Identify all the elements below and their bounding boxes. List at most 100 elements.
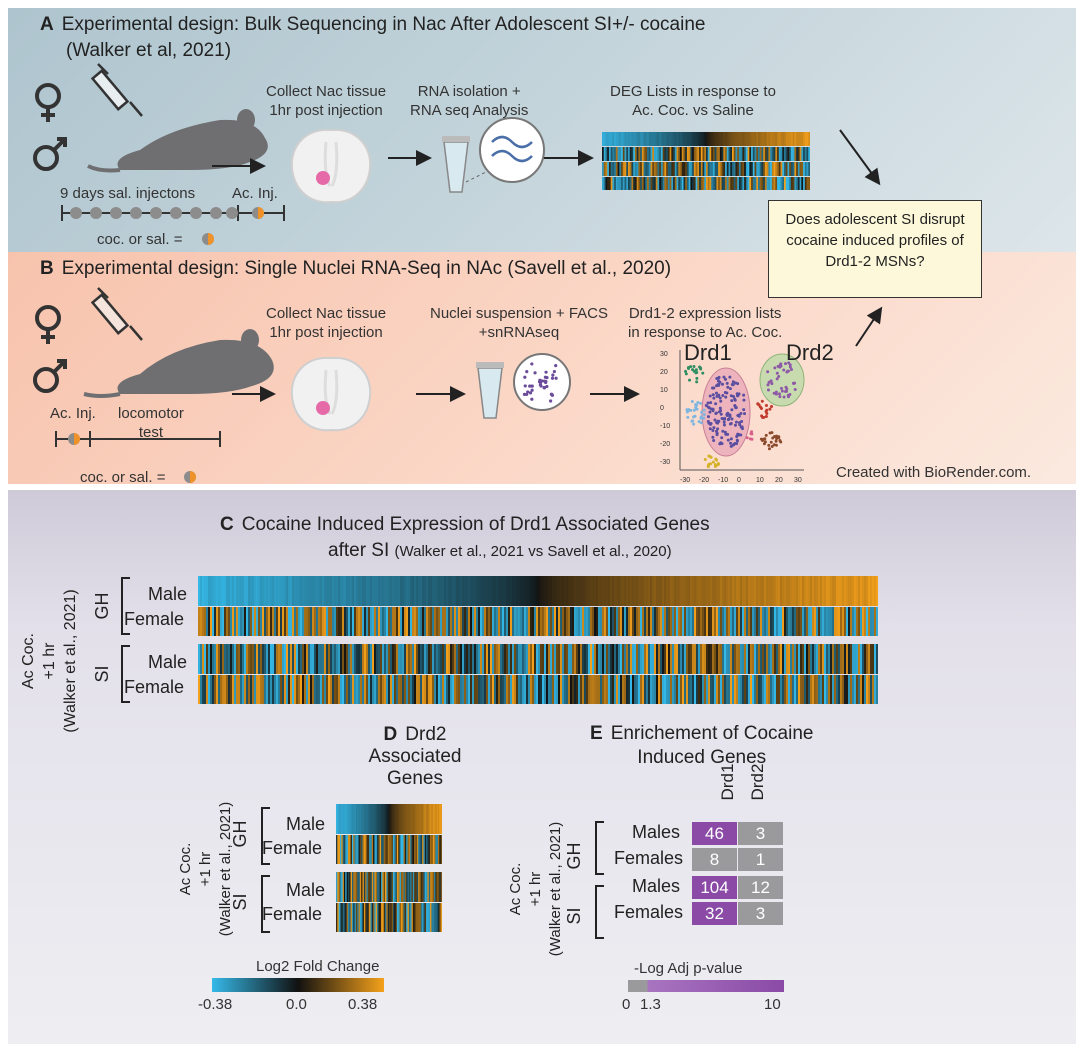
heatmap-cell (312, 576, 315, 606)
heatmap-cell (210, 607, 213, 636)
heatmap-cell (734, 675, 737, 704)
heatmap-cell (676, 147, 679, 161)
heatmap-cell (690, 177, 693, 190)
heatmap-cell (462, 644, 465, 674)
heatmap-cell (588, 576, 591, 606)
heatmap-cell (600, 644, 603, 674)
heatmap-cell (344, 607, 347, 636)
heatmap-cell (619, 132, 622, 146)
heatmap-cell (596, 675, 599, 704)
heatmap-cell (714, 147, 717, 161)
heatmap-cell (680, 607, 683, 636)
heatmap-cell (692, 162, 695, 176)
heatmap-cell (296, 675, 299, 704)
heatmap-cell (396, 644, 399, 674)
heatmap-cell (438, 576, 441, 606)
heatmap-cell (352, 644, 355, 674)
heatmap-cell (718, 675, 721, 704)
legend-label-b: coc. or sal. = (80, 469, 166, 486)
tsne-point (756, 402, 760, 406)
heatmap-cell (280, 675, 283, 704)
heatmap-cell (784, 675, 787, 704)
heatmap-cell (498, 607, 501, 636)
heatmap-cell (394, 804, 397, 834)
heatmap-cell (386, 804, 389, 834)
heatmap-cell (700, 177, 704, 190)
heatmap-cell (804, 607, 807, 636)
heatmap-cell (670, 576, 673, 606)
heatmap-cell (530, 675, 533, 704)
heatmap-cell (346, 872, 349, 902)
heatmap-cell (428, 835, 431, 864)
heatmap-cell (582, 607, 585, 636)
heatmap-cell (406, 835, 409, 864)
heatmap-cell (482, 576, 485, 606)
heatmap-cell (641, 147, 645, 161)
heatmap-cell (354, 644, 357, 674)
heatmap-cell (542, 644, 545, 674)
heatmap-cell (386, 835, 389, 864)
tsne-point (774, 443, 778, 447)
heatmap-cell (706, 132, 709, 146)
heatmap-cell (540, 644, 543, 674)
heatmap-cell (574, 576, 577, 606)
heatmap-cell (619, 177, 622, 190)
tsne-point (785, 387, 789, 391)
tsne-point (764, 415, 768, 419)
tsne-point (725, 391, 729, 395)
log2fc-colorbar (212, 978, 384, 992)
heatmap-cell (402, 804, 405, 834)
heatmap-cell (749, 132, 752, 146)
heatmap-cell (246, 644, 249, 674)
heatmap-cell (778, 576, 781, 606)
heatmap-cell (504, 576, 507, 606)
heatmap-cell (646, 607, 649, 636)
heatmap-cell (644, 576, 647, 606)
heatmap-cell (363, 835, 366, 864)
heatmap-cell (266, 607, 269, 636)
heatmap-cell (602, 576, 605, 606)
tsne-point (729, 422, 733, 426)
nucleus-dot (530, 362, 534, 366)
heatmap-cell (392, 675, 395, 704)
heatmap-cell (724, 644, 727, 674)
tsne-point (713, 418, 717, 422)
nucleus-dot (549, 392, 554, 396)
heatmap-cell (792, 177, 795, 190)
heatmap-cell (354, 903, 357, 932)
step2-label-b: Nuclei suspension + FACS+snRNAseq (430, 305, 609, 341)
heatmap-cell (752, 162, 756, 176)
heatmap-cell (370, 872, 373, 902)
tsne-point (728, 375, 732, 379)
heatmap-cell (419, 872, 422, 902)
heatmap-cell (387, 835, 390, 864)
heatmap-cell (334, 607, 337, 636)
heatmap-cell (600, 675, 603, 704)
tsne-point (736, 432, 740, 436)
heatmap-cell (748, 576, 751, 606)
tsne-point (731, 443, 735, 447)
heatmap-cell (758, 576, 761, 606)
heatmap-cell (377, 903, 379, 932)
heatmap-cell (560, 576, 563, 606)
heatmap-cell (828, 576, 831, 606)
heatmap-cell (330, 644, 333, 674)
heatmap-cell (636, 132, 639, 146)
heatmap-cell (808, 576, 811, 606)
heatmap-cell (674, 675, 677, 704)
heatmap-cell (355, 872, 358, 902)
heatmap-cell (208, 607, 211, 636)
heatmap-cell (476, 576, 479, 606)
heatmap-cell (820, 576, 823, 606)
heatmap-cell (434, 804, 436, 834)
heatmap-cell (684, 644, 687, 674)
heatmap-cell (758, 644, 761, 674)
tsne-point (739, 425, 743, 429)
tsne-point (687, 367, 691, 371)
heatmap-cell (730, 147, 733, 161)
heatmap-cell (492, 644, 495, 674)
heatmap-cell (210, 644, 213, 674)
heatmap-cell (652, 675, 655, 704)
heatmap-cell (440, 804, 442, 834)
heatmap-cell (770, 162, 773, 176)
